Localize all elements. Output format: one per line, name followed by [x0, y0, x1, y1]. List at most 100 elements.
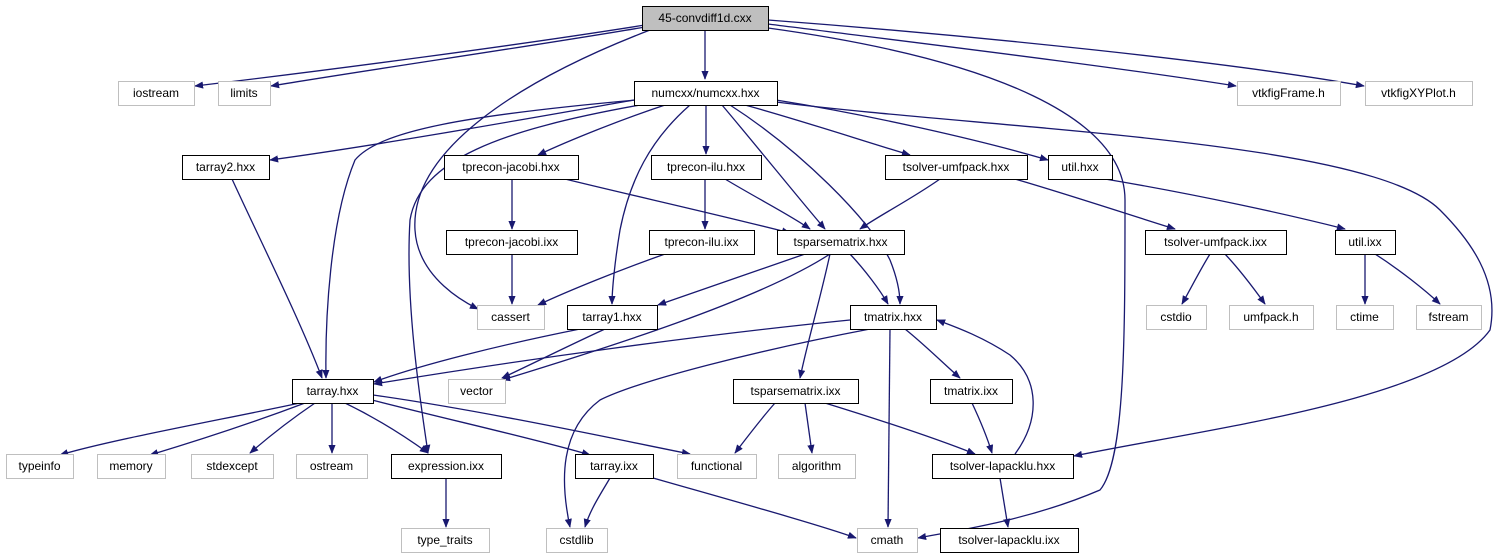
node-box: [649, 230, 755, 255]
node-box: [1048, 155, 1113, 180]
node-box: [677, 454, 757, 479]
node-label: tarray2.hxx: [196, 160, 255, 174]
node-tprecon-ilu-hxx[interactable]: tprecon-ilu.hxx: [651, 155, 762, 180]
node-box: [1335, 230, 1396, 255]
node-label: cassert: [491, 310, 530, 324]
edge-tmatrix-hxx-to-tarray-hxx: [373, 319, 851, 387]
node-tarray1-hxx[interactable]: tarray1.hxx: [567, 305, 658, 330]
node-label: tprecon-jacobi.ixx: [465, 235, 558, 249]
node-box: [567, 305, 658, 330]
edge-numcxx-hxx-to-tsparsematrix-hxx: [721, 104, 826, 230]
node-label: algorithm: [792, 459, 841, 473]
edge-numcxx-hxx-to-expression-ixx: [408, 104, 641, 454]
node-functional: functional: [677, 454, 757, 479]
node-label: tsolver-umfpack.ixx: [1164, 235, 1267, 249]
node-tmatrix-hxx[interactable]: tmatrix.hxx: [850, 305, 937, 330]
edge-numcxx-hxx-to-tarray1-hxx: [608, 104, 691, 305]
node-box: [1365, 81, 1473, 106]
node-label: tsolver-lapacklu.ixx: [958, 533, 1059, 547]
node-label: util.ixx: [1348, 235, 1381, 249]
node-typeinfo: typeinfo: [6, 454, 74, 479]
node-box: [444, 155, 579, 180]
node-tprecon-ilu-ixx[interactable]: tprecon-ilu.ixx: [649, 230, 755, 255]
node-type-traits: type_traits: [401, 528, 490, 553]
node-numcxx-hxx[interactable]: numcxx/numcxx.hxx: [634, 81, 778, 106]
node-box: [778, 454, 856, 479]
node-box: [391, 454, 502, 479]
node-limits: limits: [218, 81, 271, 106]
node-label: numcxx/numcxx.hxx: [651, 86, 759, 100]
node-tsolver-umfpack-hxx[interactable]: tsolver-umfpack.hxx: [885, 155, 1028, 180]
node-box: [930, 379, 1013, 404]
node-label: iostream: [133, 86, 179, 100]
node-label: util.hxx: [1061, 160, 1098, 174]
node-box: [940, 528, 1079, 553]
node-tprecon-jacobi-hxx[interactable]: tprecon-jacobi.hxx: [444, 155, 579, 180]
node-box: [857, 528, 918, 553]
node-label: tprecon-jacobi.hxx: [462, 160, 559, 174]
node-cmath: cmath: [857, 528, 918, 553]
edge-45-convdiff1d-cxx-to-limits: [270, 26, 646, 89]
node-util-ixx[interactable]: util.ixx: [1335, 230, 1396, 255]
node-label: tmatrix.ixx: [944, 384, 998, 398]
edge-tmatrix-ixx-to-tsolver-lapacklu-hxx: [971, 402, 994, 454]
edge-tsolver-umfpack-hxx-to-tsolver-umfpack-ixx: [1014, 178, 1176, 231]
edge-tarray-hxx-to-expression-ixx: [344, 402, 429, 454]
node-umfpack-h: umfpack.h: [1229, 305, 1314, 330]
edge-tarray1-hxx-to-tarray-hxx: [373, 328, 581, 383]
edge-tprecon-jacobi-hxx-to-tsparsematrix-hxx: [564, 178, 791, 235]
node-util-hxx[interactable]: util.hxx: [1048, 155, 1113, 180]
node-label: ctime: [1350, 310, 1379, 324]
node-box: [296, 454, 368, 479]
edge-tsolver-lapacklu-hxx-to-tsolver-lapacklu-ixx: [999, 477, 1011, 528]
edge-tsolver-umfpack-ixx-to-cstdio: [1181, 253, 1211, 305]
edge-tsparsematrix-ixx-to-functional: [734, 402, 776, 454]
edge-util-hxx-to-util-ixx: [1104, 178, 1346, 231]
node-cstdlib: cstdlib: [546, 528, 608, 553]
node-ostream: ostream: [296, 454, 368, 479]
node-label: functional: [691, 459, 742, 473]
node-tarray-ixx[interactable]: tarray.ixx: [575, 454, 654, 479]
node-label: tprecon-ilu.hxx: [667, 160, 745, 174]
node-box: [634, 81, 778, 106]
node-tarray-hxx[interactable]: tarray.hxx: [292, 379, 374, 404]
node-box: [446, 230, 578, 255]
node-tmatrix-ixx[interactable]: tmatrix.ixx: [930, 379, 1013, 404]
edge-util-ixx-to-fstream: [1374, 253, 1441, 305]
node-label: cstdio: [1160, 310, 1192, 324]
node-tsparsematrix-hxx[interactable]: tsparsematrix.hxx: [777, 230, 905, 255]
node-box: [1336, 305, 1394, 330]
node-label: tsparsematrix.hxx: [793, 235, 887, 249]
node-vtkfigframe-h: vtkfigFrame.h: [1237, 81, 1341, 106]
node-box: [733, 379, 859, 404]
node-label: tarray1.hxx: [582, 310, 641, 324]
edge-tprecon-ilu-ixx-to-cassert: [537, 253, 666, 306]
edge-tarray-hxx-to-stdexcept: [249, 402, 316, 454]
node-expression-ixx[interactable]: expression.ixx: [391, 454, 502, 479]
node-stdexcept: stdexcept: [191, 454, 274, 479]
node-tsolver-lapacklu-ixx[interactable]: tsolver-lapacklu.ixx: [940, 528, 1079, 553]
node-tprecon-jacobi-ixx[interactable]: tprecon-jacobi.ixx: [446, 230, 578, 255]
node-label: vtkfigXYPlot.h: [1381, 86, 1456, 100]
node-box: [292, 379, 374, 404]
node-memory: memory: [97, 454, 166, 479]
edge-tsparsematrix-hxx-to-vector: [501, 253, 831, 382]
edge-tmatrix-hxx-to-tmatrix-ixx: [904, 328, 961, 379]
node-label: 45-convdiff1d.cxx: [658, 11, 751, 25]
edge-tarray-ixx-to-cmath: [652, 477, 857, 539]
node-tarray2-hxx[interactable]: tarray2.hxx: [182, 155, 270, 180]
node-label: vtkfigFrame.h: [1252, 86, 1325, 100]
edge-tarray1-hxx-to-vector: [501, 328, 606, 379]
node-45-convdiff1d-cxx[interactable]: 45-convdiff1d.cxx: [642, 6, 769, 31]
edge-tprecon-ilu-hxx-to-tsparsematrix-hxx: [724, 178, 811, 230]
node-box: [182, 155, 270, 180]
edge-tarray-ixx-to-cstdlib: [583, 477, 611, 528]
edge-tsparsematrix-hxx-to-tmatrix-hxx: [849, 253, 889, 305]
node-tsolver-umfpack-ixx[interactable]: tsolver-umfpack.ixx: [1145, 230, 1287, 255]
node-label: umfpack.h: [1243, 310, 1298, 324]
node-box: [651, 155, 762, 180]
node-tsolver-lapacklu-hxx[interactable]: tsolver-lapacklu.hxx: [932, 454, 1074, 479]
node-box: [1145, 230, 1287, 255]
node-tsparsematrix-ixx[interactable]: tsparsematrix.ixx: [733, 379, 859, 404]
